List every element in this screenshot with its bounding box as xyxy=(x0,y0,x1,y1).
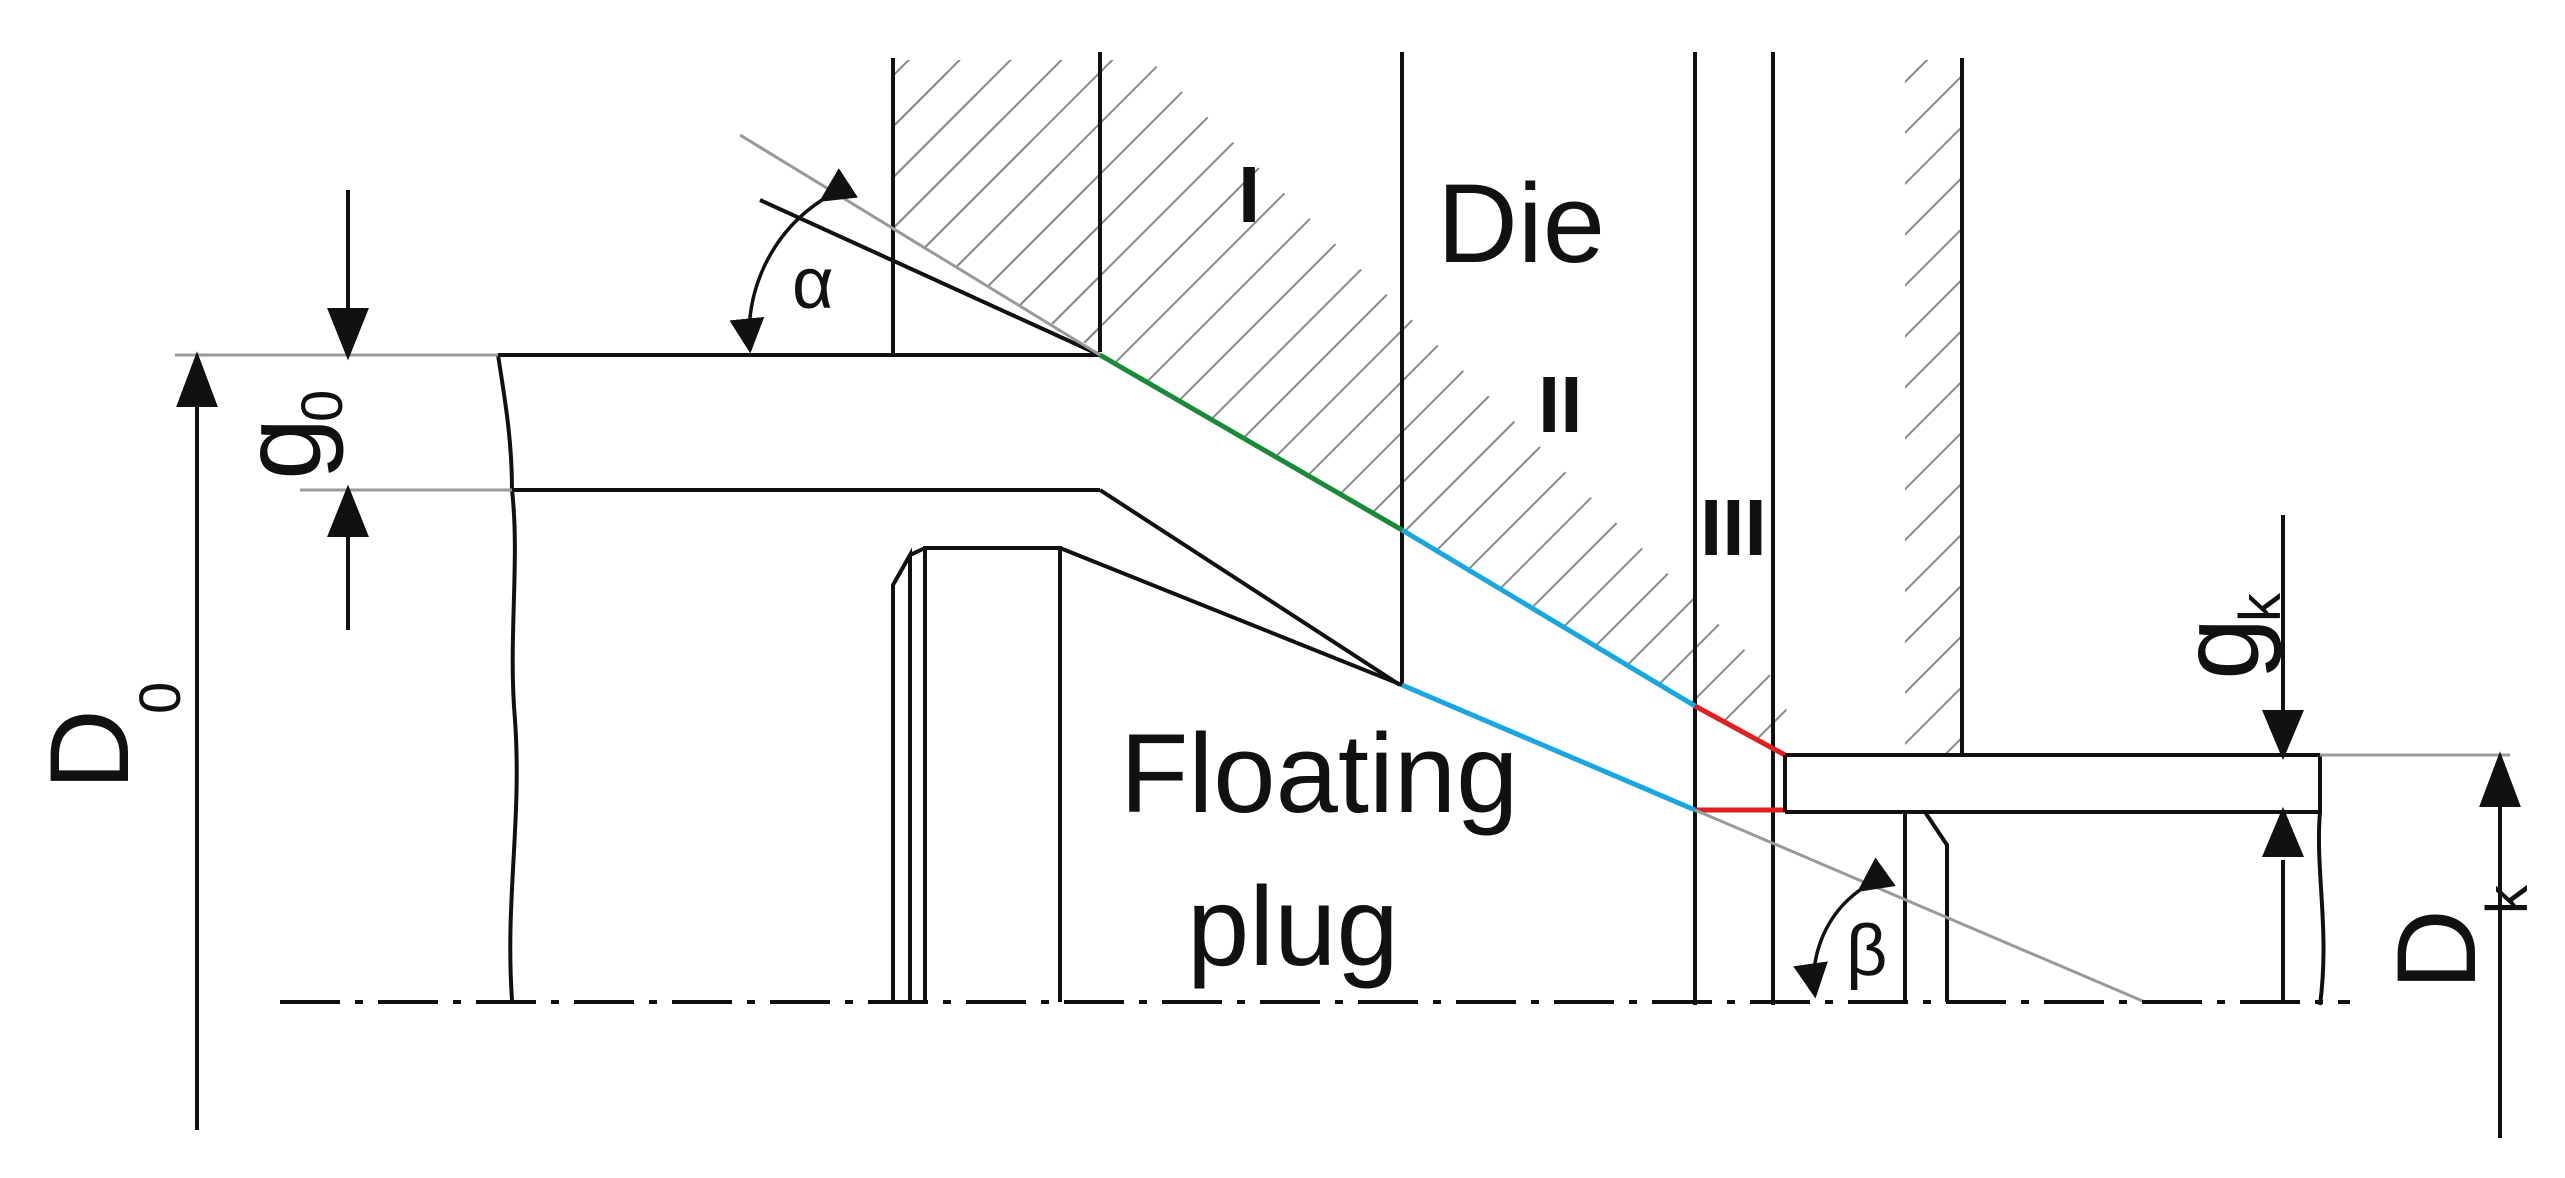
tube-wall xyxy=(496,198,2326,1006)
die-hatching xyxy=(895,60,1960,755)
g0-label: g 0 xyxy=(219,390,355,480)
zone-II-label: II xyxy=(1538,360,1582,449)
floating-plug-label-line2: plug xyxy=(1187,864,1399,989)
svg-text:D: D xyxy=(2374,909,2499,990)
zone-II-outer-line xyxy=(1400,527,1697,709)
svg-text:D: D xyxy=(27,709,152,790)
gk-label: g k xyxy=(2157,592,2293,680)
svg-text:0: 0 xyxy=(290,390,355,422)
svg-text:0: 0 xyxy=(128,682,193,714)
floating-plug-label-line1: Floating xyxy=(1120,711,1518,836)
alpha-label: α xyxy=(792,244,834,324)
dimension-arrows xyxy=(176,190,2521,1138)
Dk-label: D k xyxy=(2374,884,2540,990)
svg-text:g: g xyxy=(219,418,344,480)
svg-text:k: k xyxy=(2228,592,2293,622)
D0-label: D 0 xyxy=(27,682,193,790)
svg-text:g: g xyxy=(2157,618,2282,680)
zone-I-line xyxy=(1098,352,1404,533)
die-outline xyxy=(891,52,1964,1005)
beta-arc xyxy=(1793,857,1896,999)
zone-I-label: I xyxy=(1238,150,1260,239)
zone-II-inner-line xyxy=(1401,682,1696,813)
floating-plug-outline xyxy=(891,546,1949,1002)
beta-label: β xyxy=(1846,911,1887,991)
die-label: Die xyxy=(1437,161,1605,286)
angle-arcs xyxy=(729,168,1896,999)
zone-III-label: III xyxy=(1700,483,1767,572)
zone-III-outer-line xyxy=(1693,703,1787,758)
zone-lines xyxy=(1098,352,1787,813)
svg-text:k: k xyxy=(2475,884,2540,914)
alpha-arc xyxy=(729,168,858,354)
